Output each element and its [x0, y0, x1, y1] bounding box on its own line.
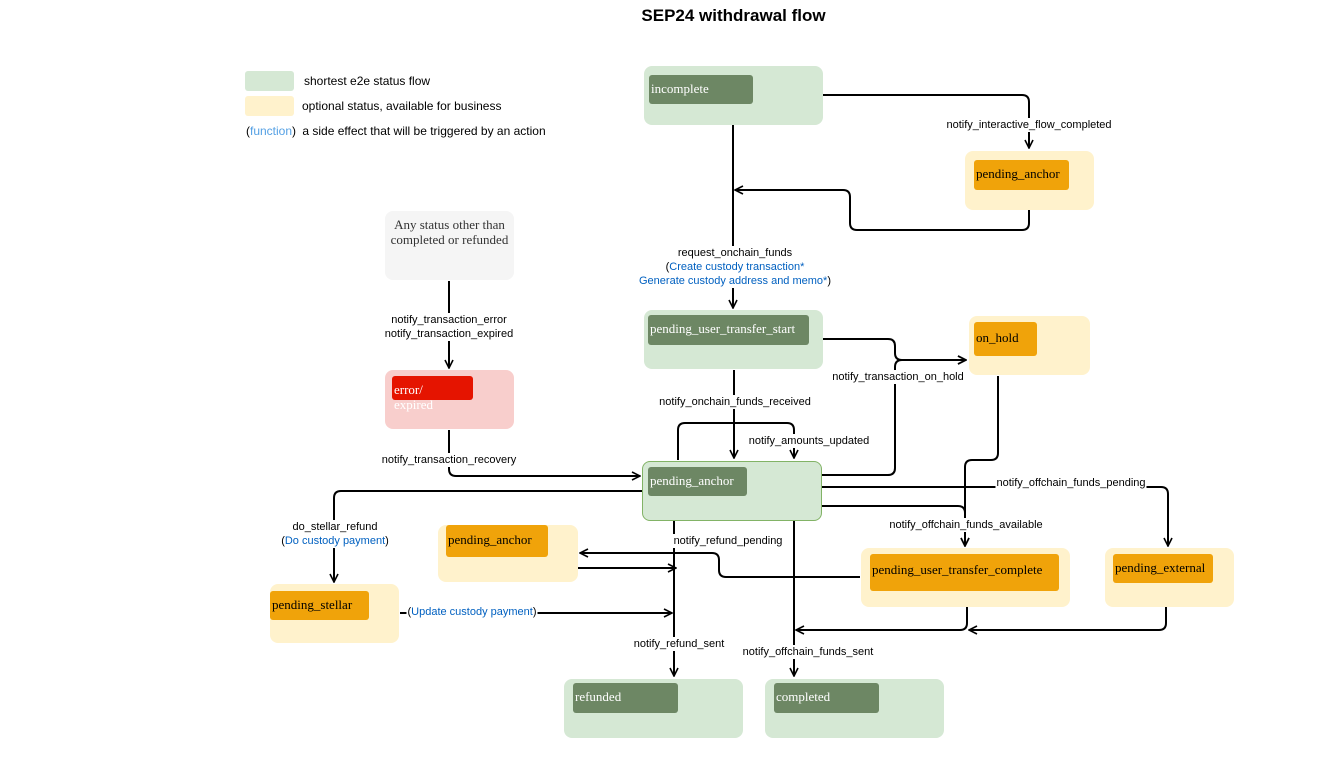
label-notify-offchain-funds-available: notify_offchain_funds_available: [888, 518, 1044, 532]
label-notify-refund-sent: notify_refund_sent: [632, 637, 726, 651]
label-notify-transaction-on-hold: notify_transaction_on_hold: [831, 370, 965, 384]
status-pending-user-transfer-complete: pending_user_transfer_complete: [870, 554, 1059, 591]
notify-transaction-expired-text: notify_transaction_expired: [384, 328, 514, 340]
legend-function-desc: a side effect that will be triggered by …: [302, 124, 546, 138]
status-on-hold: on_hold: [974, 322, 1037, 356]
edge-pending-anchor-to-on-hold: [822, 360, 966, 476]
node-pending-user-transfer-complete: pending_user_transfer_complete: [861, 548, 1070, 607]
label-notify-onchain-funds-received: notify_onchain_funds_received: [658, 395, 812, 409]
diagram-title: SEP24 withdrawal flow: [641, 6, 826, 25]
any-status-text: Any status other than completed or refun…: [390, 217, 509, 247]
label-notify-amounts-updated: notify_amounts_updated: [747, 434, 871, 448]
notify-transaction-error-text: notify_transaction_error: [391, 314, 507, 326]
paren-close: ): [532, 606, 537, 618]
legend-function-close: ): [292, 124, 297, 138]
status-error-expired: error/ expired: [392, 376, 473, 412]
request-onchain-funds-text: request_onchain_funds: [677, 247, 793, 259]
legend-function-word: function: [250, 124, 293, 138]
label-notify-error-expired: notify_transaction_error notify_transact…: [383, 313, 515, 341]
node-pending-user-transfer-start: pending_user_transfer_start: [644, 310, 823, 369]
do-custody-payment-fn: Do custody payment: [284, 535, 386, 547]
node-pending-anchor-refund: pending_anchor: [438, 525, 578, 582]
status-pending-anchor-refund: pending_anchor: [446, 525, 548, 557]
legend-function: (function) a side effect that will be tr…: [246, 124, 546, 138]
edge-amounts-updated-loop: [677, 422, 794, 460]
generate-custody-address-line: Generate custody address and memo*): [639, 274, 831, 288]
label-request-onchain-funds: request_onchain_funds (Create custody tr…: [638, 246, 832, 288]
edge-error-recovery: [448, 430, 640, 476]
error-line1: error/: [394, 382, 423, 397]
node-pending-external: pending_external: [1105, 548, 1234, 607]
paren-close: ): [385, 535, 389, 547]
label-notify-refund-pending: notify_refund_pending: [672, 534, 784, 548]
status-pending-stellar: pending_stellar: [270, 591, 369, 620]
edge-incomplete-to-pending-anchor: [823, 94, 1029, 148]
label-notify-offchain-funds-sent: notify_offchain_funds_sent: [741, 645, 875, 659]
legend-swatch-shortest: [245, 71, 294, 91]
edge-put-complete-to-completed: [796, 607, 968, 630]
legend-label-optional: optional status, available for business: [302, 99, 502, 113]
paren-open: (: [665, 261, 670, 273]
node-refunded: refunded: [564, 679, 743, 738]
node-pending-anchor-top: pending_anchor: [965, 151, 1094, 210]
do-custody-payment-line: (Do custody payment): [281, 534, 389, 548]
node-error-expired: error/ expired: [385, 370, 514, 429]
label-notify-offchain-funds-pending: notify_offchain_funds_pending: [995, 476, 1147, 490]
node-any-status: Any status other than completed or refun…: [385, 211, 514, 280]
status-incomplete: incomplete: [649, 75, 753, 104]
legend-label-shortest: shortest e2e status flow: [304, 74, 431, 88]
status-pending-external: pending_external: [1113, 554, 1213, 583]
edge-pending-anchor-to-put-complete: [822, 505, 965, 546]
node-incomplete: incomplete: [644, 66, 823, 125]
status-pending-anchor-main: pending_anchor: [648, 467, 747, 496]
paren-close: ): [827, 275, 831, 287]
node-pending-stellar: pending_stellar: [270, 584, 399, 643]
legend-swatch-optional: [245, 96, 294, 116]
error-line2: expired: [394, 397, 433, 412]
edge-pending-external-to-completed: [969, 607, 1167, 630]
label-update-custody-payment: (Update custody payment): [406, 605, 538, 619]
label-do-stellar-refund: do_stellar_refund (Do custody payment): [280, 520, 390, 548]
paren-open: (: [281, 535, 285, 547]
do-stellar-refund-text: do_stellar_refund: [292, 521, 378, 533]
create-custody-transaction-line: (Create custody transaction*: [639, 260, 831, 274]
legend-function-open: (: [246, 124, 250, 138]
status-pending-user-transfer-start: pending_user_transfer_start: [648, 315, 809, 345]
label-notify-interactive-flow-completed: notify_interactive_flow_completed: [945, 118, 1113, 132]
edge-pending-anchor-to-pending-external: [822, 486, 1168, 546]
edge-on-hold-to-put-complete: [965, 376, 999, 546]
paren-open: (: [407, 606, 412, 618]
edge-pending-anchor-back: [735, 190, 1030, 231]
generate-custody-address-fn: Generate custody address and memo*: [639, 275, 828, 287]
create-custody-transaction-fn: Create custody transaction*: [669, 261, 805, 273]
node-pending-anchor-main: pending_anchor: [642, 461, 822, 521]
status-pending-anchor-top: pending_anchor: [974, 160, 1069, 190]
label-notify-transaction-recovery: notify_transaction_recovery: [380, 453, 518, 467]
status-completed: completed: [774, 683, 879, 713]
node-on-hold: on_hold: [969, 316, 1090, 375]
edge-do-stellar-refund: [334, 490, 642, 582]
edge-put-complete-to-refund: [580, 553, 860, 578]
node-completed: completed: [765, 679, 944, 738]
status-refunded: refunded: [573, 683, 678, 713]
edge-put-start-to-on-hold: [823, 338, 966, 360]
update-custody-payment-fn: Update custody payment: [411, 606, 533, 618]
